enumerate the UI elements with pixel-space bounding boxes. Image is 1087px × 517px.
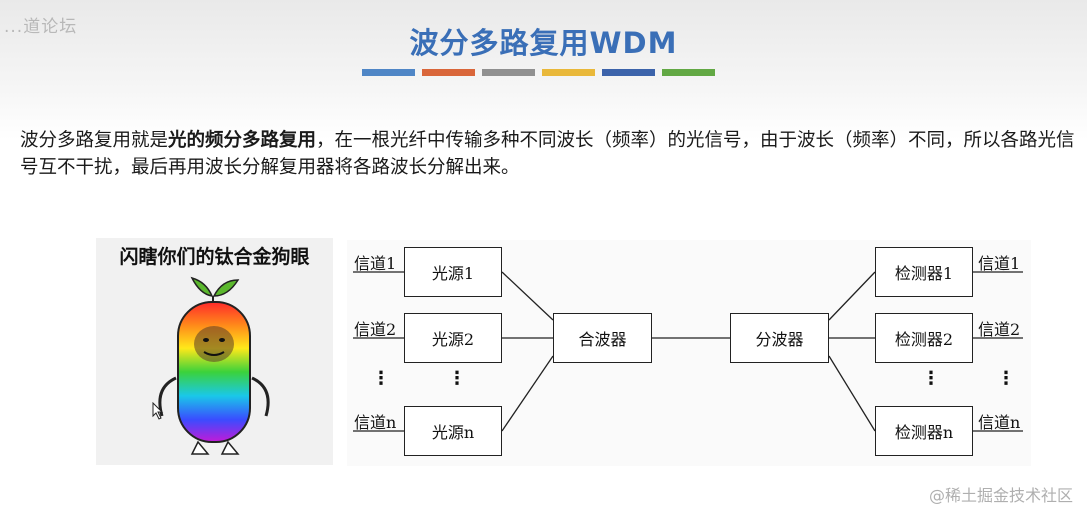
output-channel-label-n: 信道n [978, 413, 1021, 432]
light-source-2: 光源2 [404, 313, 502, 363]
wdm-diagram: 信道1 信道2 信道n 光源1 光源2 光源n 合波器 分波器 检测器1 检测器… [347, 240, 1031, 466]
description-paragraph: 波分多路复用就是光的频分多路复用，在一根光纤中传输多种不同波长（频率）的光信号，… [20, 127, 1075, 181]
top-left-watermark: ...道论坛 [4, 17, 78, 37]
para-bold: 光的频分多路复用 [168, 130, 317, 151]
meme-image: 闪瞎你们的钛合金狗眼 [96, 238, 333, 465]
output-channel-label-2: 信道2 [978, 320, 1021, 339]
input-channel-label-2: 信道2 [354, 320, 397, 339]
color-bar-2 [422, 69, 475, 76]
mouse-pointer-icon [152, 402, 164, 420]
meme-caption: 闪瞎你们的钛合金狗眼 [119, 246, 310, 268]
combiner-box: 合波器 [553, 313, 652, 363]
detector-n: 检测器n [875, 406, 973, 456]
title-color-bars [362, 69, 715, 76]
color-bar-4 [542, 69, 595, 76]
input-channel-label-1: 信道1 [354, 254, 397, 273]
color-bar-1 [362, 69, 415, 76]
ellipsis-input-channels: ⋮ [372, 368, 390, 389]
output-channel-label-1: 信道1 [978, 254, 1021, 273]
bottom-right-watermark: @稀土掘金技术社区 [928, 486, 1073, 505]
color-bar-6 [662, 69, 715, 76]
splitter-box: 分波器 [730, 313, 829, 363]
detector-1: 检测器1 [875, 247, 973, 297]
input-channel-label-n: 信道n [354, 413, 397, 432]
diagram-lines [353, 271, 1023, 432]
color-bar-3 [482, 69, 535, 76]
slide-title: 波分多路复用WDM [409, 26, 678, 60]
para-part1: 波分多路复用就是 [20, 130, 169, 151]
rainbow-bean-illustration [158, 276, 270, 455]
ellipsis-output-channels: ⋮ [997, 368, 1015, 389]
ellipsis-detectors: ⋮ [922, 368, 940, 389]
color-bar-5 [602, 69, 655, 76]
light-source-n: 光源n [404, 406, 502, 456]
para-part2: ，在一根光纤中传输多种不同波长（频率）的光信号，由于波长（频率）不同，所以各路光… [20, 130, 1075, 178]
detector-2: 检测器2 [875, 313, 973, 363]
light-source-1: 光源1 [404, 247, 502, 297]
ellipsis-light-sources: ⋮ [448, 368, 466, 389]
